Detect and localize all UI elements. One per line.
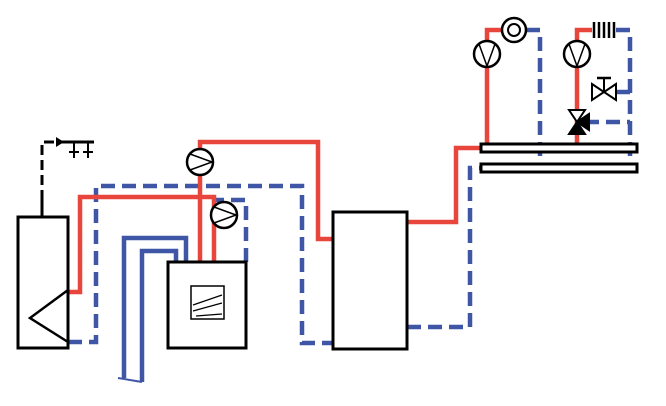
flow-line-circuit-left-top	[484, 27, 502, 42]
flow-line-buffer-out	[407, 145, 481, 225]
cold-feed-stub	[117, 377, 143, 383]
radiator-icon	[592, 22, 616, 38]
hot-water-storage-tank	[16, 215, 70, 350]
return-line-circuit-left	[526, 27, 543, 168]
cold-feed-inner	[139, 248, 179, 382]
flow-arrow-icon	[56, 137, 64, 147]
boiler	[166, 260, 248, 350]
pump-icon	[185, 147, 215, 177]
dhw-outlet	[40, 137, 94, 216]
flow-line-boiler	[197, 139, 333, 262]
pump-icon	[472, 39, 502, 69]
return-line-buffer	[407, 165, 481, 330]
flow-line-circuit-right-top	[574, 27, 592, 42]
distribution-manifold	[479, 142, 639, 174]
mixing-valve-icon	[567, 109, 590, 135]
shutoff-valve-icon	[591, 76, 617, 102]
buffer-tank	[331, 210, 409, 351]
floor-heating-icon	[500, 16, 528, 44]
pump-icon	[562, 39, 592, 69]
heat-exchanger-coil-icon	[27, 288, 69, 344]
tap-icon	[69, 142, 93, 158]
burner-window-icon	[190, 285, 225, 320]
cold-feed-outer	[121, 235, 189, 378]
pump-icon	[209, 200, 239, 230]
